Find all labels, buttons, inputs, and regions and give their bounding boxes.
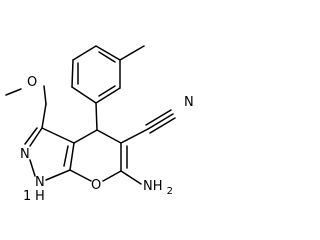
pyrazole-h-number: 1 bbox=[23, 189, 31, 204]
bond-aryl-methyl bbox=[119, 45, 145, 61]
nitrile-nitrogen-label: N bbox=[184, 95, 194, 110]
bond-c4-c5 bbox=[96, 129, 122, 144]
amino-nh-text: NH bbox=[143, 179, 163, 194]
bond-c6-o bbox=[102, 170, 122, 182]
bond-nitrile-triple-c bbox=[149, 117, 176, 134]
bond-o-ch2 bbox=[43, 85, 47, 105]
amino-subscript: 2 bbox=[167, 186, 173, 197]
bond-aryl-4 bbox=[95, 45, 121, 61]
bond-c4-aryl bbox=[95, 102, 98, 131]
bond-aryl-3 bbox=[72, 45, 97, 61]
chemical-structure: O N N H 1 O N NH 2 bbox=[5, 45, 194, 204]
bond-aryl-6 bbox=[95, 87, 121, 104]
bond-nitrile-triple-b bbox=[145, 109, 172, 126]
bond-aryl-inner-2 bbox=[98, 51, 116, 63]
amino-label: NH 2 bbox=[143, 179, 173, 197]
bond-c3a-c3 bbox=[41, 127, 75, 144]
bond-c3-n2-double-b bbox=[24, 127, 38, 145]
bond-n1-c7a bbox=[45, 169, 71, 181]
bond-aryl-inner-3 bbox=[98, 85, 116, 97]
bond-group bbox=[5, 45, 176, 185]
bond-c7a-c3a-double-a bbox=[69, 142, 75, 171]
bond-nitrile-triple-a bbox=[147, 113, 174, 130]
pyrazole-h-label: H bbox=[35, 189, 45, 204]
atom-label-group: O N N H 1 O N NH 2 bbox=[20, 75, 194, 204]
bond-aryl-1 bbox=[71, 86, 97, 104]
bond-c5-cn bbox=[120, 128, 149, 144]
pyrazole-nh-label: N bbox=[35, 175, 45, 190]
bond-ch3-o bbox=[5, 88, 22, 96]
methoxy-oxygen-label: O bbox=[27, 75, 37, 90]
bond-aryl-2 bbox=[71, 59, 74, 88]
bond-c3a-c4 bbox=[73, 129, 98, 144]
bond-c6-nh2 bbox=[120, 170, 142, 185]
bond-o-c7a bbox=[69, 169, 92, 182]
bond-n2-n1 bbox=[29, 159, 36, 177]
pyran-oxygen-label: O bbox=[91, 178, 101, 193]
bond-c7a-c3a-double-b bbox=[63, 145, 69, 167]
pyrazole-n2-label: N bbox=[20, 147, 30, 162]
bond-c3-n2-double-a bbox=[29, 127, 43, 147]
bond-ch2-c3 bbox=[41, 103, 47, 129]
